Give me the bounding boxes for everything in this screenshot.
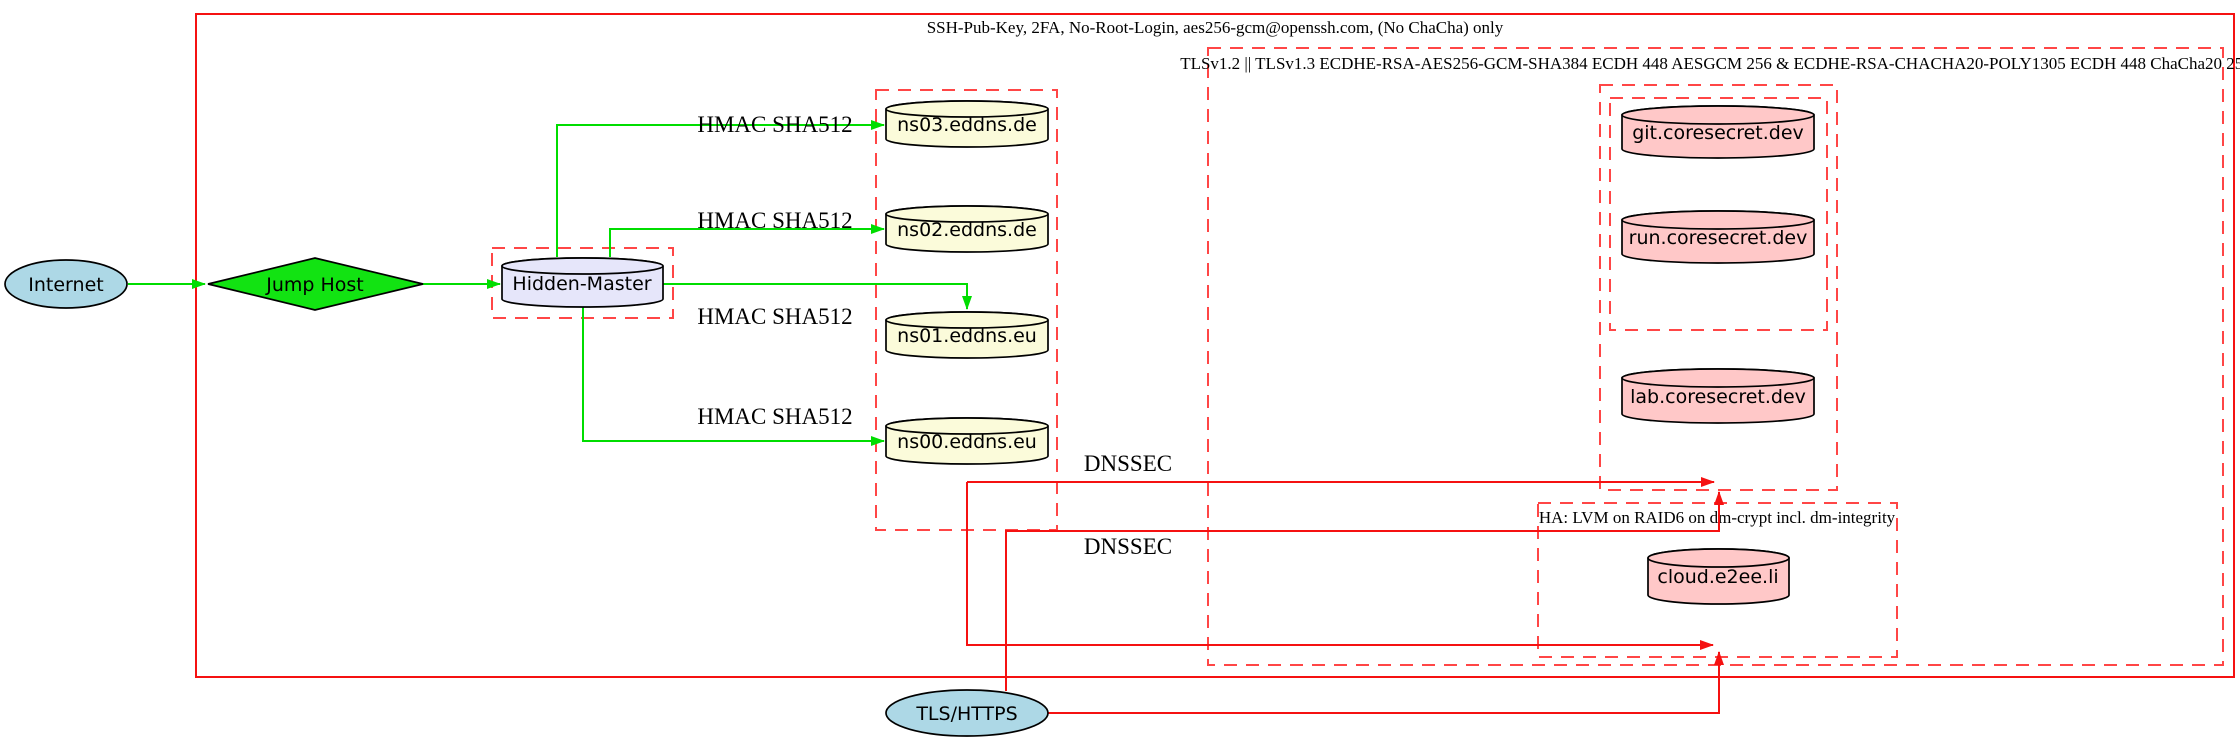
tls-https-ellipse — [885, 689, 1049, 737]
ns00-label: ns00.eddns.eu — [897, 431, 1037, 453]
edge-hiddenmaster-to-ns03 — [556, 120, 885, 257]
lab-label: lab.coresecret.dev — [1630, 386, 1806, 408]
node-hidden-master — [501, 257, 664, 308]
ns03-cylinder-top — [885, 100, 1049, 118]
cloud-cylinder-top — [1647, 548, 1790, 568]
tls-https-label: TLS/HTTPS — [915, 703, 1017, 725]
node-ns03 — [885, 100, 1049, 148]
ha-zone-label: HA: LVM on RAID6 on dm-crypt incl. dm-in… — [1539, 508, 1896, 527]
internet-label: Internet — [28, 274, 103, 296]
run-cylinder-top — [1621, 210, 1815, 230]
red-edges — [966, 477, 1724, 714]
coresecret-inner-zone-border — [1609, 97, 1828, 331]
ns01-cylinder-top — [885, 311, 1049, 329]
git-cylinder-top — [1621, 105, 1815, 125]
lab-cylinder-top — [1621, 368, 1815, 388]
tls-zone-label: TLSv1.2 || TLSv1.3 ECDHE-RSA-AES256-GCM-… — [1180, 54, 2240, 73]
edge-tlshttps-to-coresecret — [1005, 491, 1724, 691]
edge-label-hmac-ns00: HMAC SHA512 — [697, 404, 852, 429]
node-internet: Internet — [4, 259, 128, 309]
jump-host-diamond — [207, 257, 424, 311]
edge-hiddenmaster-to-ns01 — [663, 283, 972, 310]
edge-label-dnssec-upper: DNSSEC — [1084, 451, 1172, 476]
cloud-label: cloud.e2ee.li — [1657, 566, 1778, 588]
green-edges — [128, 120, 972, 446]
ns01-label: ns01.eddns.eu — [897, 325, 1037, 347]
node-ns01 — [885, 311, 1049, 359]
node-tls-https: TLS/HTTPS — [885, 689, 1049, 737]
node-ns00 — [885, 417, 1049, 465]
ns00-cylinder-top — [885, 417, 1049, 435]
node-jump-host: Jump Host — [207, 257, 424, 311]
node-git — [1621, 105, 1815, 159]
edge-hiddenmaster-to-ns00 — [582, 306, 885, 446]
run-label: run.coresecret.dev — [1629, 227, 1808, 249]
node-run — [1621, 210, 1815, 264]
ssh-zone-label: SSH-Pub-Key, 2FA, No-Root-Login, aes256-… — [927, 18, 1504, 37]
ns03-label: ns03.eddns.de — [897, 114, 1037, 136]
edge-label-hmac-ns01: HMAC SHA512 — [697, 304, 852, 329]
jump-host-label: Jump Host — [265, 274, 364, 296]
hidden-master-cylinder-top — [501, 257, 664, 275]
tls-zone-border — [1207, 47, 2224, 666]
git-label: git.coresecret.dev — [1632, 122, 1804, 144]
ns02-cylinder-top — [885, 205, 1049, 223]
ssh-zone-border — [195, 13, 2235, 678]
hidden-master-label: Hidden-Master — [512, 273, 651, 295]
edge-label-hmac-ns03: HMAC SHA512 — [697, 112, 852, 137]
internet-ellipse — [4, 259, 128, 309]
edge-hiddenmaster-to-ns02 — [609, 224, 885, 257]
coresecret-zone-border — [1599, 84, 1838, 491]
edge-label-hmac-ns02: HMAC SHA512 — [697, 208, 852, 233]
ns02-label: ns02.eddns.de — [897, 219, 1037, 241]
edge-label-dnssec-lower: DNSSEC — [1084, 534, 1172, 559]
node-ns02 — [885, 205, 1049, 253]
edge-tlshttps-to-hazone — [1045, 651, 1724, 714]
node-lab — [1621, 368, 1815, 424]
node-cloud — [1647, 548, 1790, 605]
edge-dnszone-to-hazone — [966, 482, 1714, 650]
